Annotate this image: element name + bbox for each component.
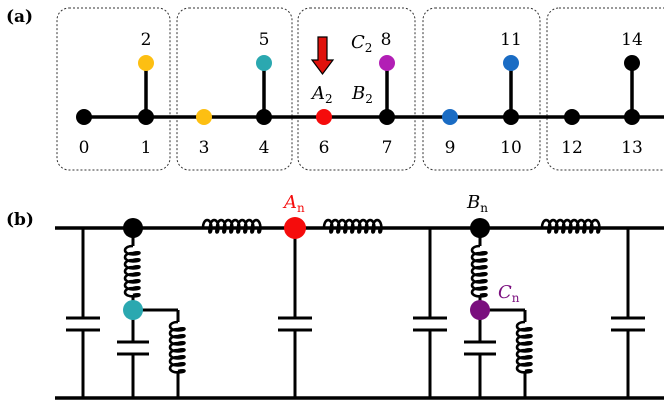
label-Cn: Cn [498,282,520,305]
unit-cell-box-2 [176,7,293,171]
red-down-arrow-icon [310,36,335,75]
series-inductor-3 [540,218,601,234]
site-0 [76,109,92,125]
site-label-12: 12 [561,138,583,158]
inductor-coil [201,218,262,234]
unit-cell-box-3 [297,7,416,171]
site-label-13: 13 [621,138,643,158]
node-Cn [470,300,490,320]
branch-1-side-inductor [168,320,186,374]
inductor-coil [123,244,141,298]
node-An [284,217,306,239]
site-7 [379,109,395,125]
panel-b-label: (b) [6,210,34,230]
site-4 [256,109,272,125]
site-9 [442,109,458,125]
site-label-9: 9 [445,138,456,158]
site-10 [503,109,519,125]
shunt-capacitor-1 [66,228,100,398]
unit-cell-box-5 [546,7,664,171]
branch-1-vertical-inductor [123,244,141,298]
site-13 [624,109,640,125]
site-label-1: 1 [141,138,152,158]
inductor-coil [515,320,533,374]
site-3 [196,109,212,125]
site-6 [316,109,332,125]
site-label-6: 6 [319,138,330,158]
label-B2: B2 [351,83,373,106]
site-1 [138,109,154,125]
site-label-5: 5 [259,30,270,50]
label-An: An [282,192,305,215]
shunt-capacitor-A [278,228,312,398]
branch-2-vertical-inductor [470,244,488,298]
site-12 [564,109,580,125]
panel-a-label: (a) [6,7,33,27]
site-5 [256,55,272,71]
site-label-4: 4 [259,138,270,158]
site-label-14: 14 [621,30,643,50]
site-14 [624,55,640,71]
inductor-coil [470,244,488,298]
inductor-coil [322,218,383,234]
site-label-3: 3 [199,138,210,158]
site-label-7: 7 [382,138,393,158]
unit-cell-box-4 [422,7,541,171]
branch-1-top-node [123,218,143,238]
branch-2-side-inductor [515,320,533,374]
label-A2: A2 [310,83,333,106]
site-label-0: 0 [79,138,90,158]
series-inductor-2 [322,218,383,234]
series-inductor-1 [201,218,262,234]
site-label-11: 11 [500,30,522,50]
site-label-8: 8 [381,30,392,50]
site-label-10: 10 [500,138,522,158]
site-8 [379,55,395,71]
branch-1-teal-node [123,300,143,320]
inductor-coil [168,320,186,374]
label-Bn: Bn [466,192,488,215]
inductor-coil [540,218,601,234]
site-2 [138,55,154,71]
unit-cell-box-1 [56,7,171,171]
shunt-capacitor-2 [413,228,447,398]
shunt-capacitor-3 [611,228,645,398]
site-label-2: 2 [141,30,152,50]
label-C2: C2 [351,32,372,55]
node-Bn [470,218,490,238]
site-11 [503,55,519,71]
